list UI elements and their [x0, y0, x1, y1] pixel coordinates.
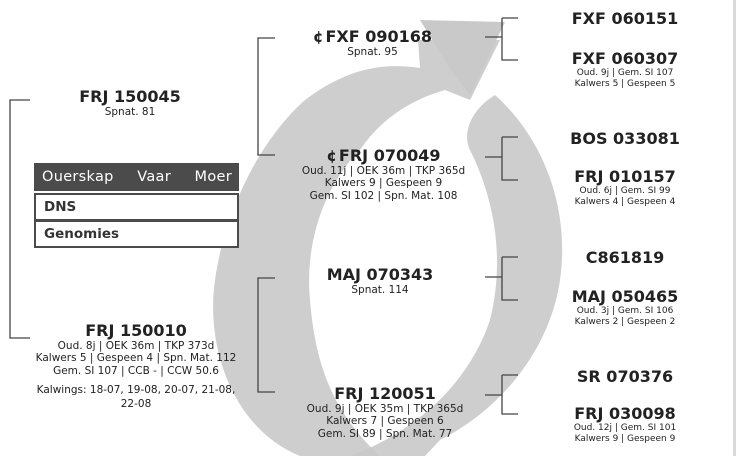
dam-code: FRJ 150010	[85, 321, 187, 340]
dam-line2: Kalwers 5 | Gespeen 4 | Spn. Mat. 112	[35, 352, 237, 365]
gen3-line2-4: Kalwers 4 | Gespeen 4	[574, 196, 676, 207]
bull-mark-icon: ¢	[326, 147, 337, 165]
gen3-line1-6: Oud. 3j | Gem. SI 106	[576, 306, 674, 317]
scrollbar-edge	[733, 0, 736, 456]
gen3-node-1[interactable]: FXF 060151	[540, 9, 710, 28]
sire-sire-code: ¢FXF 090168	[313, 27, 432, 46]
gen3-line2-6: Kalwers 2 | Gespeen 2	[574, 316, 676, 327]
root-code: FRJ 150045	[79, 87, 181, 106]
bracket-root	[9, 99, 30, 339]
gen3-line1-8: Oud. 12j | Gem. SI 101	[573, 423, 677, 434]
gen3-code-8: FRJ 030098	[574, 404, 676, 423]
dam-dam-line1: Oud. 9j | OEK 35m | TKP 365d	[306, 403, 464, 416]
dam-sire-line1: Spnat. 114	[351, 284, 409, 297]
gen3-node-6[interactable]: MAJ 050465 Oud. 3j | Gem. SI 106 Kalwers…	[540, 287, 710, 327]
circular-arrow-icon	[213, 20, 563, 456]
dam-line3: Gem. SI 107 | CCB - | CCW 50.6	[53, 364, 219, 377]
dam-calvings: Kalwings: 18-07, 19-08, 20-07, 21-08, 22…	[36, 383, 236, 410]
arrow-head	[420, 20, 505, 95]
bracket-g3-3	[485, 256, 518, 301]
pedigree-menu: Ouerskap Vaar Moer DNS Genomies	[34, 163, 239, 248]
bull-mark-icon: ¢	[313, 28, 324, 46]
arrow-ring	[213, 40, 500, 456]
root-line1: Spnat. 81	[104, 106, 156, 119]
sire-dam-node[interactable]: ¢FRJ 070049 Oud. 11j | OEK 36m | TKP 365…	[276, 146, 491, 202]
tab-moer[interactable]: Moer	[194, 169, 232, 185]
root-node[interactable]: FRJ 150045 Spnat. 81	[50, 87, 210, 119]
menu-header: Ouerskap Vaar Moer	[34, 163, 239, 191]
gen3-node-4[interactable]: FRJ 010157 Oud. 6j | Gem. SI 99 Kalwers …	[540, 167, 710, 207]
dam-dam-line3: Gem. SI 89 | Spn. Mat. 77	[317, 427, 453, 440]
arrow-ring-lower	[350, 95, 563, 456]
sire-dam-code: ¢FRJ 070049	[326, 146, 441, 165]
gen3-line2-8: Kalwers 9 | Gespeen 9	[574, 433, 676, 444]
gen3-node-2[interactable]: FXF 060307 Oud. 9j | Gem. SI 107 Kalwers…	[540, 49, 710, 89]
bracket-g3-4	[485, 374, 518, 415]
gen3-line2-2: Kalwers 5 | Gespeen 5	[574, 78, 676, 89]
dam-dam-code: FRJ 120051	[334, 384, 436, 403]
menu-option-dns[interactable]: DNS	[34, 193, 239, 221]
tab-vaar[interactable]: Vaar	[137, 169, 171, 185]
dam-sire-code: MAJ 070343	[326, 265, 434, 284]
gen3-code-4: FRJ 010157	[574, 167, 676, 186]
sire-dam-line2: Kalwers 9 | Gespeen 9	[324, 177, 443, 190]
gen3-code-1: FXF 060151	[571, 9, 679, 28]
gen3-code-2: FXF 060307	[571, 49, 679, 68]
gen3-code-5: C861819	[585, 248, 665, 267]
tab-ouerskap[interactable]: Ouerskap	[42, 169, 114, 185]
gen3-node-3[interactable]: BOS 033081	[540, 129, 710, 148]
sire-sire-line1: Spnat. 95	[347, 46, 398, 59]
gen3-line1-4: Oud. 6j | Gem. SI 99	[579, 186, 671, 197]
gen3-node-5[interactable]: C861819	[540, 248, 710, 267]
bracket-sire	[257, 37, 275, 156]
dam-dam-node[interactable]: FRJ 120051 Oud. 9j | OEK 35m | TKP 365d …	[280, 384, 490, 440]
dam-line1: Oud. 8j | OEK 36m | TKP 373d	[57, 340, 215, 353]
gen3-code-6: MAJ 050465	[571, 287, 679, 306]
gen3-code-7: SR 070376	[576, 367, 674, 386]
sire-sire-node[interactable]: ¢FXF 090168 Spnat. 95	[285, 27, 460, 59]
sire-dam-line3: Gem. SI 102 | Spn. Mat. 108	[309, 189, 458, 202]
gen3-code-3: BOS 033081	[570, 129, 680, 148]
gen3-line1-2: Oud. 9j | Gem. SI 107	[576, 68, 674, 79]
gen3-node-8[interactable]: FRJ 030098 Oud. 12j | Gem. SI 101 Kalwer…	[540, 404, 710, 444]
dam-dam-line2: Kalwers 7 | Gespeen 6	[326, 415, 444, 428]
menu-option-genomies[interactable]: Genomies	[34, 221, 239, 248]
dam-sire-node[interactable]: MAJ 070343 Spnat. 114	[295, 265, 465, 297]
gen3-node-7[interactable]: SR 070376	[540, 367, 710, 386]
bracket-dam	[257, 277, 275, 393]
bracket-g3-1	[485, 17, 518, 61]
sire-dam-line1: Oud. 11j | OEK 36m | TKP 365d	[301, 165, 466, 178]
bracket-g3-2	[485, 136, 518, 181]
dam-node[interactable]: FRJ 150010 Oud. 8j | OEK 36m | TKP 373d …	[16, 321, 256, 411]
